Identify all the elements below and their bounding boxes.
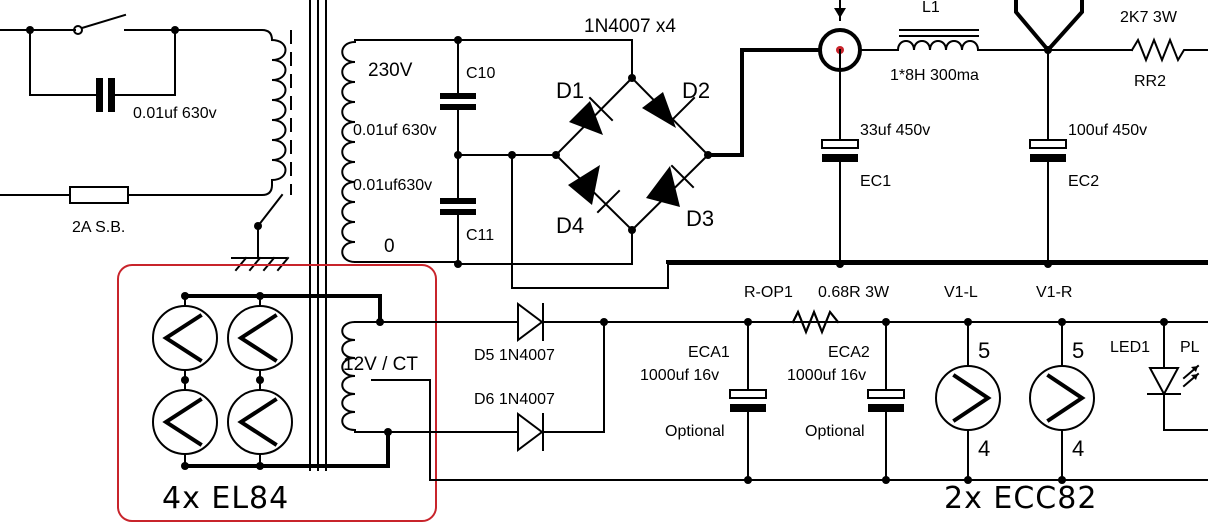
- ec2-plate-bottom: [1030, 154, 1066, 162]
- v1r-pin5-label: 5: [1072, 338, 1084, 363]
- d2-diode: [642, 92, 696, 128]
- el84-heaters: 4x EL84: [117, 264, 437, 522]
- el84-label: 4x EL84: [162, 481, 289, 516]
- rop1-value-label: 0.68R 3W: [818, 284, 890, 301]
- v1l-pin5-label: 5: [978, 338, 990, 363]
- c11-label: C11: [466, 227, 494, 244]
- v1l-heater: [935, 365, 1001, 431]
- rop1-label: R-OP1: [744, 284, 793, 301]
- d3-diode: [646, 164, 695, 207]
- el84-heater-2: [227, 305, 293, 371]
- c10-value-label: 0.01uf 630v: [353, 122, 437, 139]
- switch-contact: [73, 25, 83, 35]
- ec1-plate-bottom: [822, 154, 858, 162]
- l1-inductor: [896, 40, 980, 52]
- led1-diode: [1147, 364, 1200, 397]
- d6-label: D6 1N4007: [474, 391, 555, 408]
- d2-label: D2: [682, 78, 710, 103]
- c10-label: C10: [466, 65, 495, 82]
- rr2-value-label: 2K7 3W: [1120, 9, 1178, 26]
- rr2-label: RR2: [1134, 73, 1166, 90]
- el84-highlight-box: [117, 264, 437, 522]
- rop1-resistor: [791, 309, 840, 335]
- el84-heater-4: [227, 389, 293, 455]
- lv-filter: ECA1 1000uf 16v Optional R-OP1 0.68R 3W …: [640, 284, 1208, 516]
- eca1-value-label: 1000uf 16v: [640, 367, 719, 384]
- bridge-label: 1N4007 x4: [584, 16, 676, 37]
- fuse-label: 2A S.B.: [72, 219, 125, 236]
- el84-heater-3: [152, 389, 218, 455]
- ec2-value-label: 100uf 450v: [1068, 122, 1147, 139]
- eca2-value-label: 1000uf 16v: [787, 367, 866, 384]
- d6-diode: [517, 412, 544, 452]
- c10-plate-a: [440, 93, 476, 99]
- ec1-value-label: 33uf 450v: [860, 122, 930, 139]
- d4-label: D4: [556, 213, 584, 238]
- lv-winding: [341, 320, 357, 432]
- lv-secondary: 12V / CT D5 1N4007 D6 1N4007: [341, 302, 1208, 481]
- rr2-resistor: [1130, 37, 1208, 63]
- fuse: [69, 186, 129, 204]
- ec2-label: EC2: [1068, 173, 1099, 190]
- eca1-optional-label: Optional: [665, 423, 725, 440]
- c11-value-label: 0.01uf630v: [353, 177, 432, 194]
- eca1-plate-bottom: [730, 404, 766, 412]
- el84-heater-1: [152, 305, 218, 371]
- switch-cap-label: 0.01uf 630v: [133, 105, 217, 122]
- eca1-label: ECA1: [688, 344, 730, 361]
- d4-diode: [568, 165, 621, 214]
- mains-switch-section: 0.01uf 630v 2A S.B.: [0, 13, 292, 272]
- c11-plate-b: [440, 209, 476, 215]
- primary-winding: [270, 38, 287, 186]
- eca1-plate-top: [729, 389, 767, 399]
- ec1-plate-top: [821, 139, 859, 149]
- switch-cap-plate-b: [108, 78, 115, 112]
- v1r-pin4-label: 4: [1072, 436, 1084, 461]
- eca2-plate-top: [867, 389, 905, 399]
- c11-plate-a: [440, 198, 476, 204]
- voltage-230-label: 230V: [368, 60, 413, 81]
- v1r-heater: [1029, 365, 1095, 431]
- d3-label: D3: [686, 206, 714, 231]
- zero-label: 0: [384, 236, 395, 257]
- v1l-label: V1-L: [944, 284, 978, 301]
- transformer-core: [309, 0, 327, 471]
- eca2-plate-bottom: [868, 404, 904, 412]
- pl-label: PL: [1180, 339, 1200, 356]
- hv-winding: [341, 40, 357, 264]
- c10-plate-b: [440, 104, 476, 110]
- ct-label: 12V / CT: [343, 354, 418, 375]
- hv-filter: L1 1*8H 300ma 2K7 3W RR2 33uf 450v EC1 1…: [666, 0, 1208, 268]
- ecc82-label: 2x ECC82: [944, 481, 1097, 516]
- d5-label: D5 1N4007: [474, 347, 555, 364]
- eca2-optional-label: Optional: [805, 423, 865, 440]
- d5-diode: [517, 302, 544, 342]
- d1-diode: [569, 96, 614, 135]
- switch-cap-plate-a: [96, 78, 103, 112]
- ec2-plate-top: [1029, 139, 1067, 149]
- d1-label: D1: [556, 78, 584, 103]
- ec1-label: EC1: [860, 173, 891, 190]
- led1-label: LED1: [1110, 339, 1150, 356]
- l1-spec-label: 1*8H 300ma: [890, 67, 979, 84]
- eca2-label: ECA2: [828, 344, 870, 361]
- v1l-pin4-label: 4: [978, 436, 990, 461]
- v1r-label: V1-R: [1036, 284, 1072, 301]
- hv-secondary: 230V 0 0.01uf 630v 0.01uf630v C10 C11: [341, 36, 1208, 289]
- bridge-rectifier: 1N4007 x4 D1 D2 D4 D3: [554, 16, 714, 238]
- l1-label: L1: [922, 0, 940, 16]
